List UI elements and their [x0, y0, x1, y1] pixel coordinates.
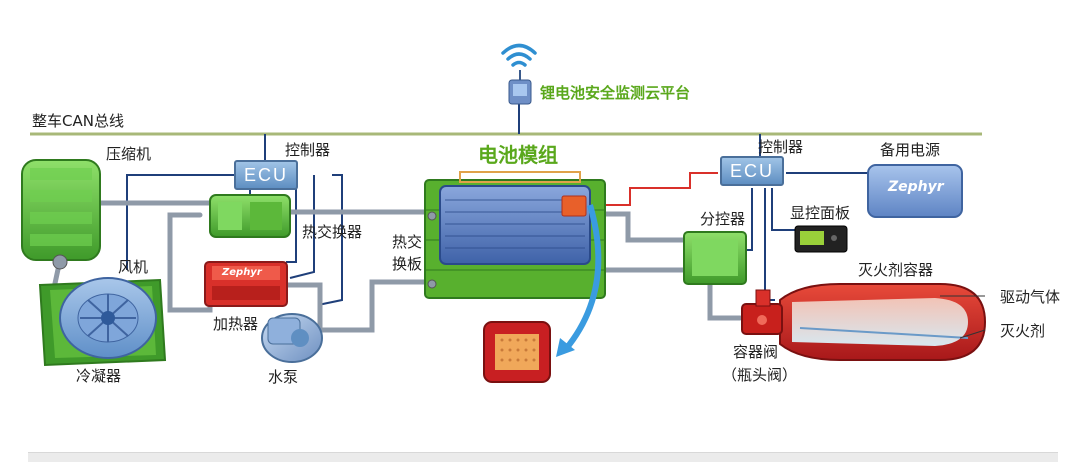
fan	[59, 277, 157, 359]
compressor	[21, 159, 101, 270]
container-valve	[741, 289, 783, 335]
heat-plate-label-1: 热交	[392, 233, 423, 251]
extinguishing-agent-label: 灭火剂	[1000, 322, 1046, 340]
fan-label: 风机	[118, 258, 149, 276]
heater-brand: Zephyr	[222, 267, 262, 278]
extinguisher-container-label: 灭火剂容器	[858, 261, 934, 279]
bottom-bar	[28, 452, 1058, 462]
backup-power	[867, 164, 963, 218]
sub-controller	[683, 231, 747, 285]
drive-gas-label: 驱动气体	[1000, 288, 1061, 306]
container-valve-label: 容器阀	[733, 343, 779, 361]
controller-left-label: 控制器	[285, 141, 331, 159]
water-pump	[261, 313, 323, 363]
backup-power-label: 备用电源	[880, 141, 941, 159]
compressor-label: 压缩机	[106, 145, 152, 163]
heater-label: 加热器	[213, 315, 259, 333]
detector	[483, 321, 551, 383]
condenser-label: 冷凝器	[76, 367, 122, 385]
extinguisher-container	[779, 283, 987, 361]
battery-module	[424, 171, 606, 299]
water-pump-label: 水泵	[268, 368, 299, 386]
wifi-icon	[501, 43, 537, 67]
arrow-icon	[562, 204, 602, 352]
ecu-right: ECU	[720, 156, 784, 186]
ecu-left: ECU	[234, 160, 298, 190]
heat-plate-label-2: 换板	[392, 255, 423, 273]
can-bus-label: 整车CAN总线	[32, 112, 124, 130]
display-panel	[794, 225, 848, 253]
bottle-valve-label: （瓶头阀）	[722, 366, 798, 384]
display-panel-label: 显控面板	[790, 204, 851, 222]
router-icon	[508, 70, 532, 105]
heater	[204, 261, 288, 307]
heat-exchanger	[209, 194, 291, 238]
controller-right-label: 控制器	[758, 138, 804, 156]
battery-module-label: 电池模组	[478, 143, 558, 167]
cloud-platform-label: 锂电池安全监测云平台	[540, 84, 691, 102]
sub-controller-label: 分控器	[700, 210, 746, 228]
heat-exchanger-label: 热交换器	[302, 223, 363, 241]
brand-logo: Zephyr	[888, 179, 944, 195]
